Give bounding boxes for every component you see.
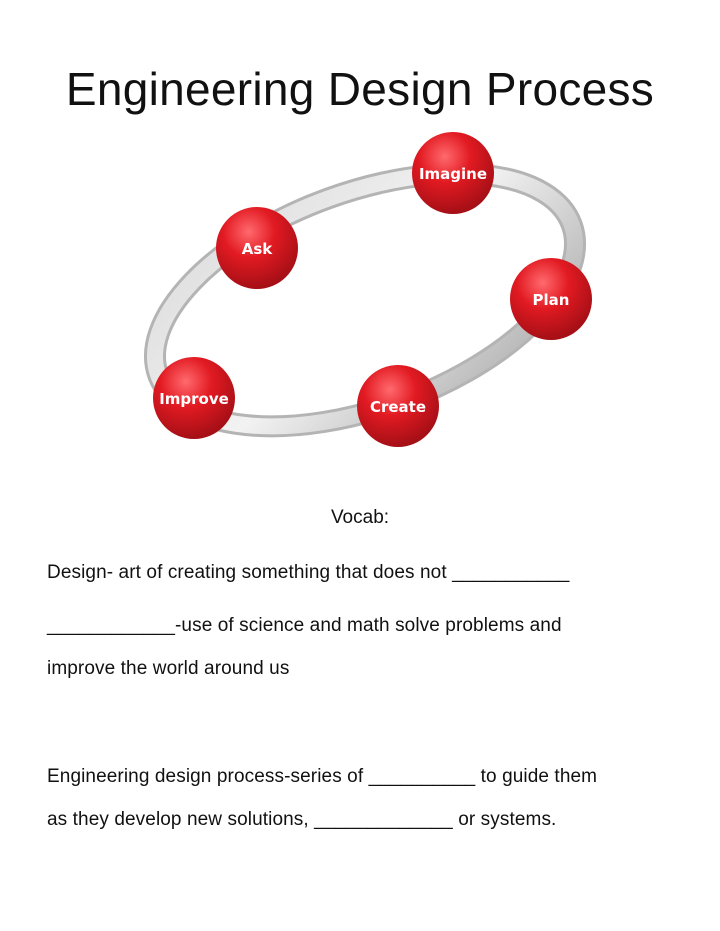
step-improve-label: Improve bbox=[159, 390, 229, 408]
vocab-process-definition-line-1: Engineering design process-series of ___… bbox=[47, 766, 598, 787]
step-ask: Ask bbox=[216, 207, 298, 289]
step-create-label: Create bbox=[370, 398, 426, 416]
vocab-process-definition-line-2: as they develop new solutions, _________… bbox=[47, 809, 557, 830]
vocab-heading: Vocab: bbox=[330, 507, 390, 528]
vocab-engineering-definition-line-1: ____________-use of science and math sol… bbox=[47, 615, 562, 636]
step-plan-label: Plan bbox=[533, 291, 570, 309]
vocab-engineering-definition-line-2: improve the world around us bbox=[47, 658, 290, 679]
step-ask-label: Ask bbox=[242, 240, 274, 258]
step-imagine: Imagine bbox=[412, 132, 494, 214]
design-process-cycle-diagram: Imagine Ask Plan Improve Create bbox=[140, 125, 600, 460]
vocab-design-definition: Design- art of creating something that d… bbox=[47, 562, 570, 583]
step-plan: Plan bbox=[510, 258, 592, 340]
step-create: Create bbox=[357, 365, 439, 447]
page-title: Engineering Design Process bbox=[65, 63, 655, 115]
step-imagine-label: Imagine bbox=[419, 165, 487, 183]
cycle-svg: Imagine Ask Plan Improve Create bbox=[143, 132, 592, 447]
step-improve: Improve bbox=[153, 357, 235, 439]
